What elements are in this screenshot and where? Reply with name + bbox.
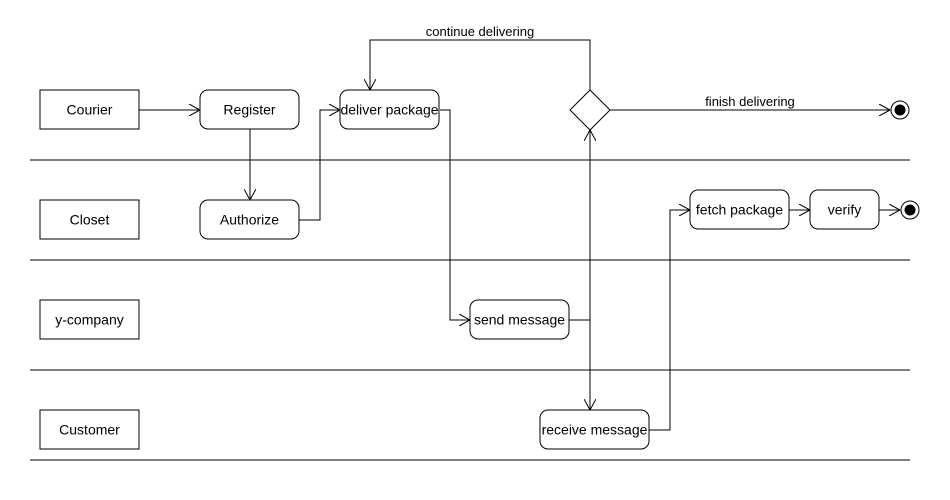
lane-label: Customer [59, 422, 120, 438]
activity-verify: verify [809, 189, 880, 230]
edge-label-finish: finish delivering [705, 94, 795, 109]
lane-y-company: y-company [39, 299, 140, 340]
activity-label: send message [474, 312, 565, 328]
activity-label: deliver package [340, 102, 438, 118]
lane-customer: Customer [39, 409, 140, 450]
activity-authorize: Authorize [199, 199, 300, 240]
edge-send-message-to-decision [569, 130, 590, 321]
activity-label: Register [223, 102, 275, 118]
activity-label: receive message [542, 422, 648, 438]
edge-label-continue: continue delivering [426, 24, 534, 39]
edge-receive-to-fetch [649, 210, 690, 431]
final-node [900, 200, 920, 220]
activity-label: verify [828, 202, 861, 218]
activity-register: Register [199, 89, 300, 130]
activity-deliver-package: deliver package [339, 89, 440, 130]
edge-continue-delivering [370, 39, 591, 90]
lane-label: y-company [55, 312, 123, 328]
edge-authorize-to-deliver [299, 110, 340, 221]
lane-courier: Courier [39, 89, 140, 130]
lane-closet: Closet [39, 199, 140, 240]
decision-node [569, 89, 611, 131]
activity-label: fetch package [696, 202, 783, 218]
lane-label: Courier [67, 102, 113, 118]
lane-label: Closet [70, 212, 110, 228]
activity-receive-message: receive message [539, 409, 650, 450]
activity-label: Authorize [220, 212, 279, 228]
activity-send-message: send message [469, 299, 570, 340]
final-node [890, 100, 910, 120]
activity-fetch-package: fetch package [689, 189, 790, 230]
edge-deliver-to-send-message [440, 109, 470, 320]
